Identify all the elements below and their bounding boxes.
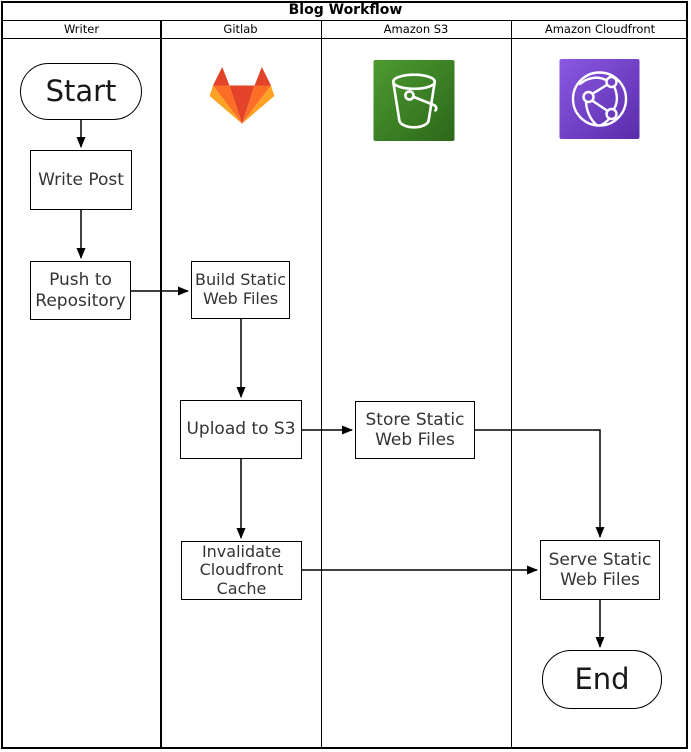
node-serve-static-web-files: Serve Static Web Files	[540, 540, 660, 600]
lane-header-gitlab: Gitlab	[223, 22, 258, 36]
node-end: End	[542, 650, 662, 709]
lane-header-amazon-cloudfront: Amazon Cloudfront	[544, 22, 656, 36]
node-store-static-web-files: Store Static Web Files	[355, 401, 475, 459]
node-build-static-web-files: Build Static Web Files	[191, 261, 290, 319]
diagram-title: Blog Workflow	[288, 2, 403, 18]
gitlab-logo-icon	[209, 66, 275, 124]
lane-divider-writer-gitlab	[160, 19, 162, 749]
cloudfront-globe-icon	[559, 59, 640, 139]
lane-divider-s3-cloudfront	[510, 19, 512, 749]
node-upload-to-s3: Upload to S3	[180, 400, 302, 459]
lane-divider-gitlab-s3	[320, 19, 322, 749]
lane-header-writer: Writer	[63, 22, 100, 36]
header-separator-line	[3, 37, 688, 39]
title-separator-line	[3, 19, 688, 21]
node-start: Start	[20, 63, 142, 120]
s3-bucket-icon	[373, 60, 455, 141]
node-push-to-repository: Push to Repository	[30, 261, 131, 320]
node-invalidate-cloudfront-cache: Invalidate Cloudfront Cache	[181, 541, 302, 600]
lane-header-amazon-s3: Amazon S3	[383, 22, 449, 36]
node-write-post: Write Post	[30, 150, 132, 210]
